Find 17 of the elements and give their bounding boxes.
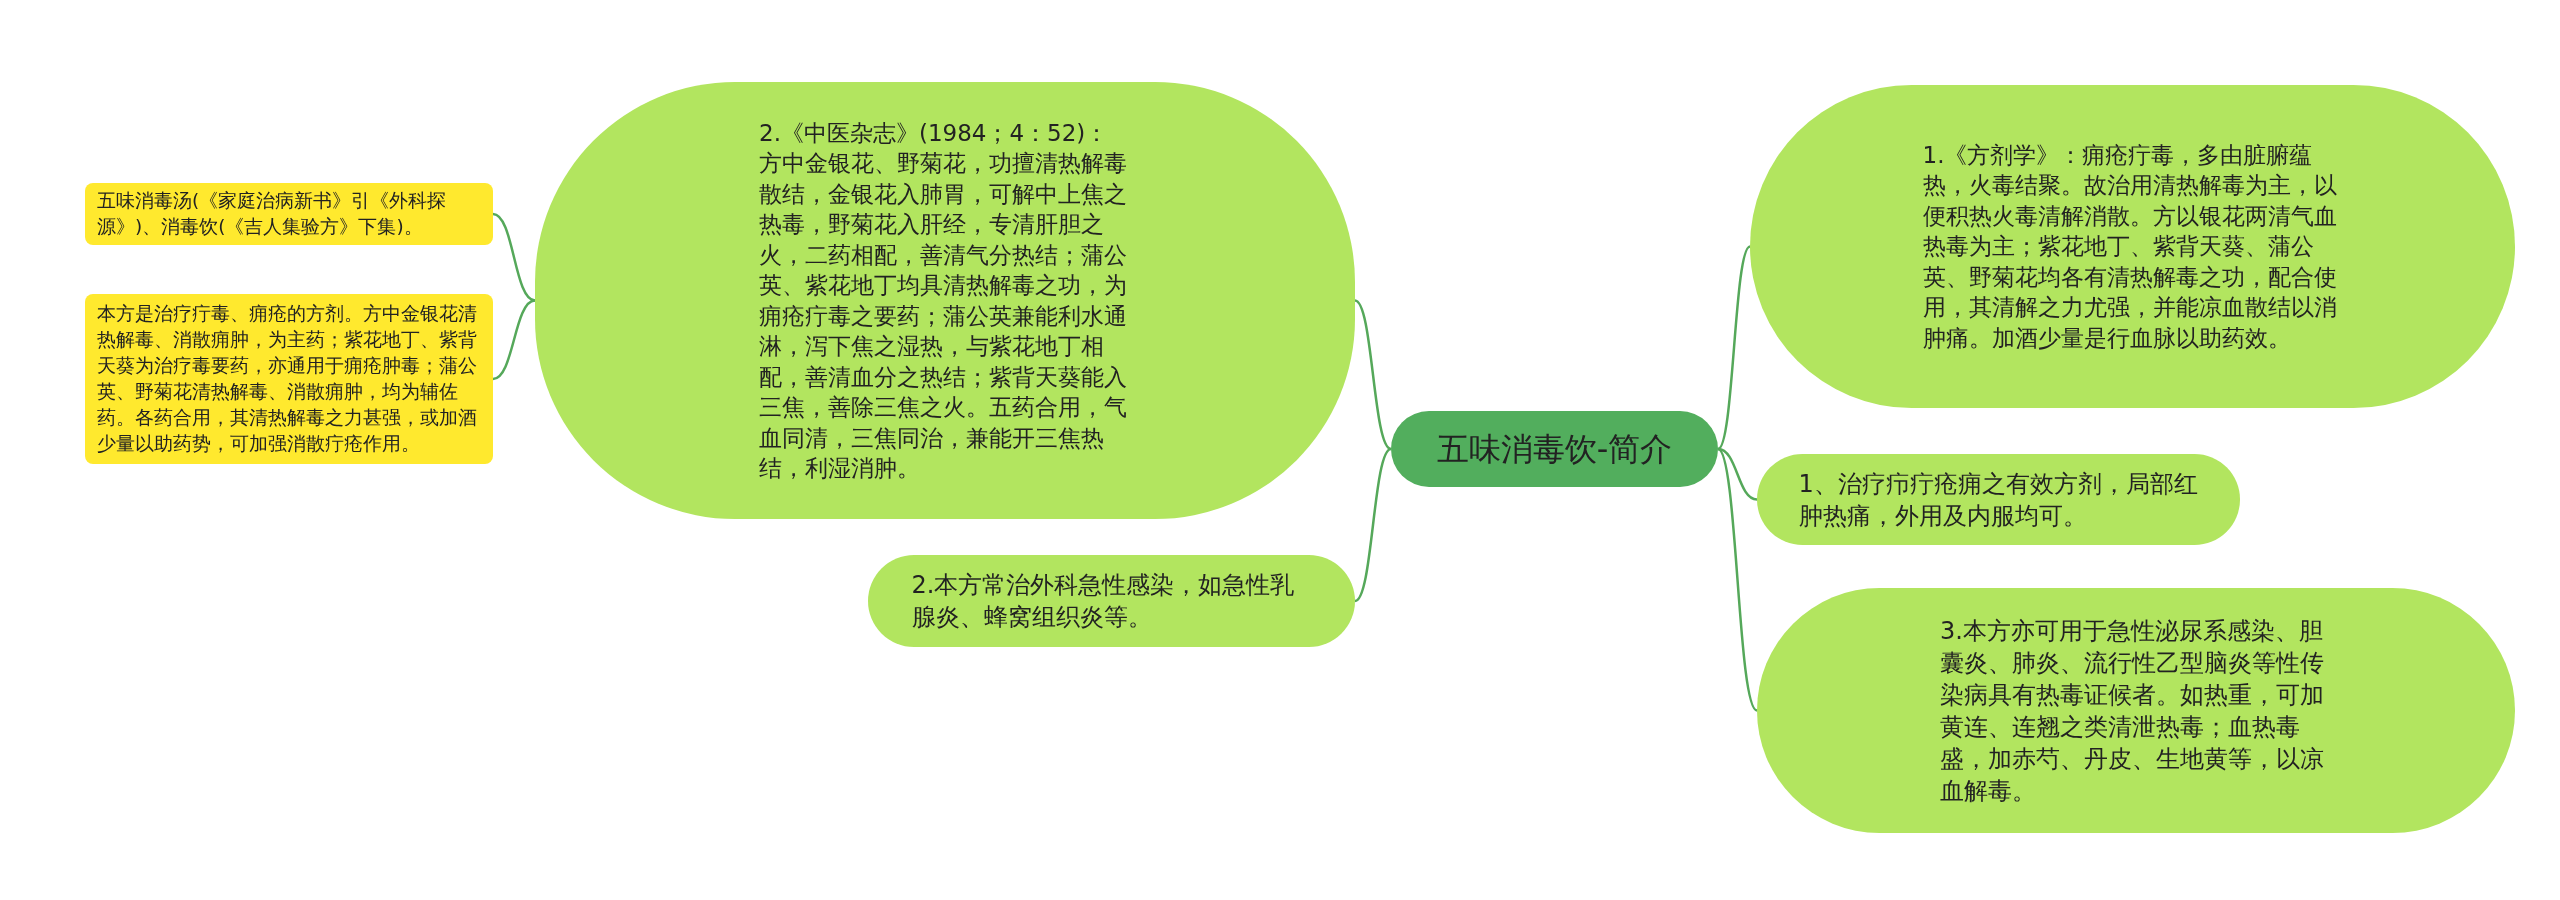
connector-line <box>492 299 536 381</box>
topic-text: 3.本方亦可用于急性泌尿系感染、胆囊炎、肺炎、流行性乙型脑炎等性传染病具有热毒证候者。如热重，可加黄连、连翘之类清泄热毒；血热毒盛，加赤芍、丹皮、生地黄等，以凉血解毒。 <box>1940 615 2325 807</box>
note-box <box>85 294 493 464</box>
connector-line <box>492 212 536 302</box>
topic-title: 五味消毒饮-简介 <box>1436 429 1673 469</box>
note-box <box>85 183 493 245</box>
connector-line <box>1354 299 1392 451</box>
connector-line <box>1717 245 1751 450</box>
connector-line <box>1717 447 1758 501</box>
topic-text: 2.《中医杂志》(1984；4：52)：方中金银花、野菊花，功擅清热解毒散结，金银花入肺胃，可解中上焦之热毒，野菊花入肝经，专清肝胆之火，二药相配，善清气分热结；蒲公英、紫花地丁均具清热解毒之功，为痈疮疔毒之要药；蒲公英兼能利水通淋，泻下焦之湿热，与紫花地丁相配，善清血分之热结；紫背天葵能入三焦，善除三焦之火。五药合用，气血同清，三焦同治，兼能开三焦热结，利湿消肿。 <box>759 118 1128 483</box>
connector-line <box>1717 448 1758 712</box>
topic-text: 2.本方常治外科急性感染，如急性乳腺炎、蜂窝组织炎等。 <box>911 570 1296 633</box>
connector-line <box>1354 448 1392 602</box>
topic-text: 本方是治疗疔毒、痈疮的方剂。方中金银花清热解毒、消散痈肿，为主药；紫花地丁、紫背天葵为治疗毒要药，亦通用于痈疮肿毒；蒲公英、野菊花清热解毒、消散痈肿，均为辅佐药。各药合用，其清热解毒之力甚强，或加酒少量以助药势，可加强消散疔疮作用。 <box>97 302 478 456</box>
topic-text: 1.《方剂学》：痈疮疔毒，多由脏腑蕴热，火毒结聚。故治用清热解毒为主，以便积热火毒清解消散。方以银花两清气血热毒为主；紫花地丁、紫背天葵、蒲公英、野菊花均各有清热解毒之功，配合使用，其清解之力尤强，并能凉血散结以消肿痛。加酒少量是行血脉以助药效。 <box>1922 140 2338 353</box>
topic-text: 1、治疗疖疔疮痈之有效方剂，局部红肿热痛，外用及内服均可。 <box>1798 468 2199 532</box>
topic-text: 五味消毒汤(《家庭治病新书》引《外科探源》)、消毒饮(《吉人集验方》下集)。 <box>97 189 448 239</box>
